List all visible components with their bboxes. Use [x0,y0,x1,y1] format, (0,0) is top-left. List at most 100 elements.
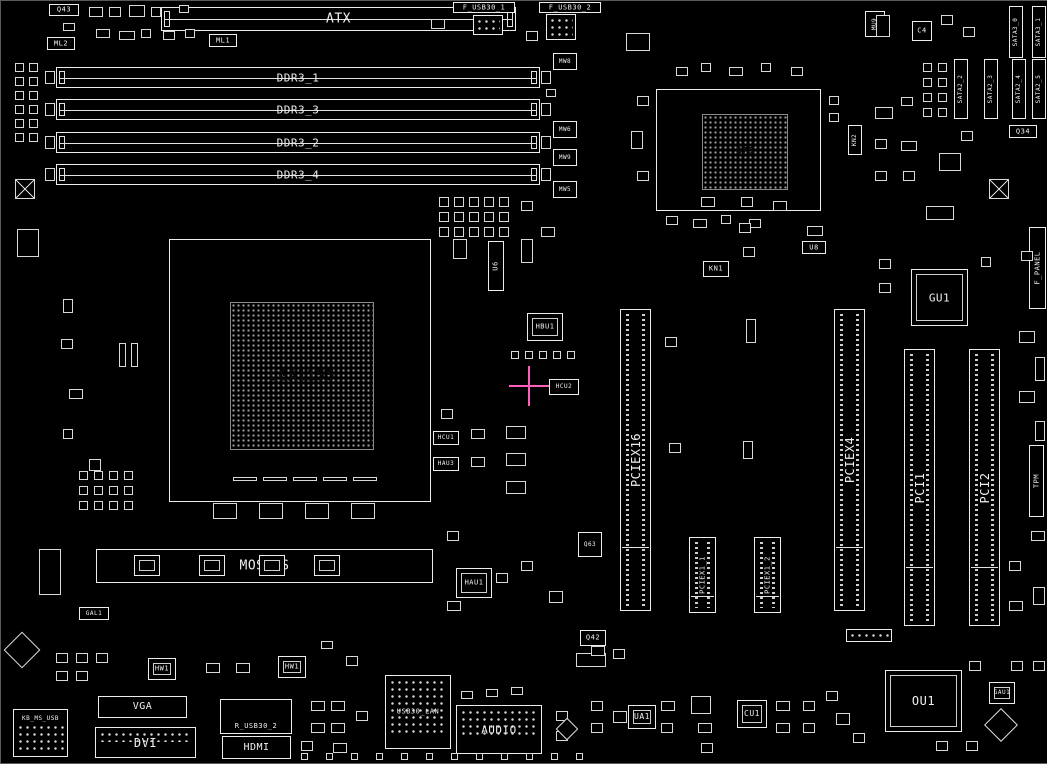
chip-ou1: OU1 [885,670,962,732]
smd-part [454,197,464,207]
smd-part [109,486,118,495]
smd-part [454,212,464,222]
mosfet-chip-2 [199,555,225,576]
smd-part [981,257,991,267]
pci-slot-2-pins-right [991,354,994,621]
smd-part [124,471,133,480]
smd-part [124,501,133,510]
smd-part [453,239,467,259]
sata3-1-connector-label: SATA3_1 [1035,17,1042,47]
mosfet-chip-3 [259,555,285,576]
pcie-x4-slot: PCIEX4 [834,309,865,611]
chip-ua1-label: UA1 [634,712,650,721]
chip-gu1-label: GU1 [928,291,951,304]
smd-part [761,63,771,72]
smd-part [773,201,787,211]
smd-part [15,133,24,142]
dimm-slot-ddr3-1: DDR3_1 [56,67,540,88]
smd-part [15,91,24,100]
smd-part [879,283,891,293]
smd-part [901,141,917,151]
smd-part [45,168,55,181]
smd-part [29,105,38,114]
dimm-slot-ddr3-2-clip-right [531,136,537,149]
smd-part [431,19,445,29]
smd-part [441,409,453,419]
smd-part [613,711,627,723]
smd-part [963,27,975,37]
smd-part [96,29,110,38]
smd-part [119,31,135,40]
smd-part [693,219,707,228]
chip-ou1-die [890,675,957,727]
pci-slot-1-pins-right [926,354,929,621]
hdmi-port-label: HDMI [243,741,270,753]
vga-port-label: VGA [132,701,153,712]
sata2-4-connector: SATA2_4 [1012,59,1026,119]
labelbox-mw8-label: MW8 [558,57,572,65]
chip-hau1-label: HAU1 [464,578,484,587]
kb-ms-usb-port-pins [17,724,64,753]
dimm-slot-ddr3-4: DDR3_4 [56,164,540,185]
pci-slot-2-pins-left [975,354,978,621]
smd-part [499,197,509,207]
smd-part [447,601,461,611]
solder-pad-diamond [984,708,1018,742]
labelbox-q42-label: Q42 [585,633,601,642]
smd-part [807,226,823,236]
smd-part [439,197,449,207]
smd-part [426,753,433,760]
pcie-x16-slot-pins-right [642,314,645,606]
labelbox-ml1: ML1 [209,34,237,47]
dimm-slot-ddr3-1-label: DDR3_1 [276,71,320,84]
smd-part [376,753,383,760]
smd-part [301,741,313,751]
pci-slot-2: PCI2 [969,349,1000,626]
pcie-x1-slot-1-pins-right [707,542,710,608]
smd-part [631,131,643,149]
chip-hbu1: HBU1 [527,313,563,341]
smd-part [939,153,961,171]
smd-part [1033,661,1045,671]
mosfet-chip-1 [134,555,160,576]
labelbox-mw5-label: MW5 [558,185,572,193]
smd-part [829,96,839,105]
smd-part [666,216,678,225]
atx-power-connector-clip-left [164,11,170,27]
smd-part [76,671,88,681]
smd-part [56,671,68,681]
dimm-slot-ddr3-3-label: DDR3_3 [276,103,320,116]
smd-part [454,227,464,237]
smd-part [521,201,533,211]
smd-part [613,649,625,659]
f-usb30-2-label: F_USB30_2 [539,2,601,13]
chip-hbu1-label: HBU1 [535,322,555,331]
smd-part [109,501,118,510]
smd-part [353,477,377,481]
chip-cu1-die [742,705,762,723]
smd-part [471,457,485,467]
smd-part [511,687,523,695]
pcie-x4-slot-label: PCIEX4 [842,436,857,484]
dvi-port-pins [99,731,192,742]
usb30-lan-port-pins [389,679,447,733]
chip-ua1-die [633,710,651,724]
kb-ms-usb-port: KB_MS_USB [13,709,68,757]
labelbox-hcu2: HCU2 [549,379,579,395]
dimm-slot-ddr3-3: DDR3_3 [56,99,540,120]
dimm-slot-ddr3-2-clip-left [59,136,65,149]
labelbox-hcu1-label: HCU1 [437,434,455,441]
smd-part [966,741,978,751]
smd-part [486,689,498,697]
sata3-0-connector-label: SATA3_0 [1012,17,1019,47]
smd-part [698,723,712,733]
smd-part [484,212,494,222]
pcie-x1-slot-2-pins-left [760,542,763,608]
labelbox-kn2: KN2 [848,125,862,155]
smd-part [63,299,73,313]
dimm-slot-ddr3-3-clip-left [59,103,65,116]
smd-part [776,701,790,711]
smd-part [1033,587,1045,605]
smd-part [499,212,509,222]
smd-part [743,441,753,459]
